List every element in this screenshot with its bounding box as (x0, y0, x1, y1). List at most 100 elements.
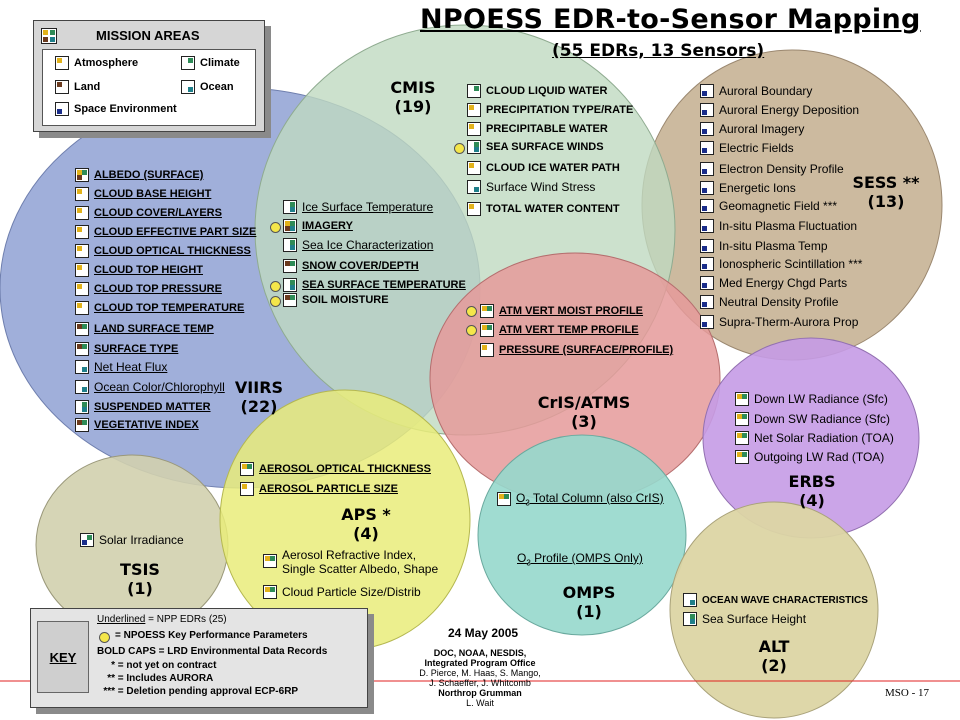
atmosphere-icon (75, 244, 89, 258)
ocean-icon (75, 380, 89, 394)
cmis-edr-4: CLOUD ICE WATER PATH (467, 159, 620, 177)
crisatms-edr-1: ATM VERT TEMP PROFILE (480, 321, 639, 339)
legend-ocean: Ocean (181, 80, 234, 94)
alt-edr-1: Sea Surface Height (683, 610, 806, 628)
space-environment-icon (700, 103, 714, 117)
atmosphere-icon (55, 56, 69, 70)
climate-ocean-icon (75, 400, 89, 414)
shared-edr-0: Ice Surface Temperature (283, 198, 433, 216)
land-climate-icon (75, 342, 89, 356)
kpp-dot-key (99, 632, 110, 643)
sess-edr-0: Auroral Boundary (700, 82, 812, 100)
legend-land: Land (55, 80, 100, 94)
ocean-icon (683, 593, 697, 607)
space-environment-icon (700, 162, 714, 176)
climate-icon (467, 84, 481, 98)
atmosphere-climate-icon (263, 585, 277, 599)
legend-climate: Climate (181, 56, 240, 70)
land-climate-icon (283, 259, 297, 273)
sensor-label-crisatms: CrIS/ATMS(3) (537, 393, 631, 431)
shared-edr-1: IMAGERY (283, 217, 353, 235)
shared-edr-2: Sea Ice Characterization (283, 236, 433, 254)
viirs-edr-8: LAND SURFACE TEMP (75, 320, 214, 338)
aps-edr-1: AEROSOL PARTICLE SIZE (240, 480, 398, 498)
key-underlined: Underlined = NPP EDRs (25) (97, 614, 227, 625)
space-environment-icon (700, 315, 714, 329)
space-environment-icon (700, 276, 714, 290)
mission-areas-legend: Atmosphere Climate Land Ocean Space Envi… (42, 49, 256, 126)
date-label: 24 May 2005 (448, 626, 519, 640)
erbs-edr-2: Net Solar Radiation (TOA) (735, 429, 894, 447)
atmosphere-icon (480, 343, 494, 357)
viirs-edr-13: VEGETATIVE INDEX (75, 416, 199, 434)
sess-edr-7: In-situ Plasma Fluctuation (700, 217, 857, 235)
slide-number: MSO - 17 (885, 687, 930, 699)
atmosphere-icon (75, 282, 89, 296)
atmosphere-icon (75, 301, 89, 315)
climate-ocean-icon (283, 278, 297, 292)
key-bold-caps: BOLD CAPS = LRD Environmental Data Recor… (97, 646, 328, 657)
sess-edr-8: In-situ Plasma Temp (700, 237, 828, 255)
sensor-label-aps: APS *(4) (341, 505, 391, 543)
multi-area-icon (283, 219, 297, 233)
aps-edr-4: Cloud Particle Size/Distrib (263, 583, 421, 601)
key-three-star: *** = Deletion pending approval ECP-6RP (103, 686, 299, 697)
cmis-edr-1: PRECIPITATION TYPE/RATE (467, 101, 633, 119)
sess-edr-3: Electric Fields (700, 139, 794, 157)
alt-edr-0: OCEAN WAVE CHARACTERISTICS (683, 591, 868, 609)
cmis-edr-3: SEA SURFACE WINDS (467, 138, 604, 156)
atmosphere-climate-icon (263, 554, 277, 568)
atmosphere-climate-icon (735, 431, 749, 445)
atmosphere-icon (467, 202, 481, 216)
shared-edr-3: SNOW COVER/DEPTH (283, 257, 419, 275)
mission-areas-panel: MISSION AREAS Atmosphere Climate Land Oc… (33, 20, 265, 132)
ocean-icon (181, 80, 195, 94)
atmosphere-icon (75, 206, 89, 220)
omps-edr-profile: O3 Profile (OMPS Only) (517, 550, 643, 568)
shared-edr-5: SOIL MOISTURE (283, 291, 389, 309)
viirs-edr-3: CLOUD EFFECTIVE PART SIZE (75, 223, 256, 241)
tsis-edr-0: Solar Irradiance (80, 531, 184, 549)
sensor-label-alt: ALT(2) (758, 637, 790, 675)
key-kpp: = NPOESS Key Performance Parameters (115, 630, 308, 641)
credits: DOC, NOAA, NESDIS, Integrated Program Of… (419, 648, 541, 708)
kpp-dot-temp-profile (466, 325, 477, 336)
cmis-edr-0: CLOUD LIQUID WATER (467, 82, 607, 100)
climate-ocean-icon (683, 612, 697, 626)
ocean-icon (75, 360, 89, 374)
climate-land-icon (75, 168, 89, 182)
atmosphere-icon (75, 225, 89, 239)
omps-circle (477, 434, 687, 636)
viirs-edr-9: SURFACE TYPE (75, 340, 178, 358)
sensor-label-tsis: TSIS(1) (120, 560, 160, 598)
viirs-edr-1: CLOUD BASE HEIGHT (75, 185, 211, 203)
key-two-star: ** = Includes AURORA (107, 673, 214, 684)
viirs-edr-5: CLOUD TOP HEIGHT (75, 261, 203, 279)
cmis-edr-5: Surface Wind Stress (467, 178, 595, 196)
atmosphere-icon (75, 263, 89, 277)
cmis-edr-2: PRECIPITABLE WATER (467, 120, 608, 138)
viirs-edr-12: SUSPENDED MATTER (75, 398, 211, 416)
omps-edr-total: O3 Total Column (also CrIS) (497, 490, 664, 508)
sess-edr-12: Supra-Therm-Aurora Prop (700, 313, 858, 331)
sess-edr-6: Geomagnetic Field *** (700, 197, 837, 215)
key-title-box: KEY (37, 621, 89, 693)
shared-edr-4: SEA SURFACE TEMPERATURE (283, 276, 466, 294)
cmis-edr-6: TOTAL WATER CONTENT (467, 200, 620, 218)
space-environment-icon (700, 257, 714, 271)
crisatms-edr-0: ATM VERT MOIST PROFILE (480, 302, 643, 320)
land-climate-icon (75, 322, 89, 336)
aps-edr-2: Aerosol Refractive Index, Single Scatter… (263, 548, 438, 576)
sess-edr-4: Electron Density Profile (700, 160, 844, 178)
ocean-icon (467, 180, 481, 194)
kpp-dot-moist-profile (466, 306, 477, 317)
space-environment-icon (700, 239, 714, 253)
page-subtitle: (55 EDRs, 13 Sensors) (552, 41, 765, 61)
viirs-edr-6: CLOUD TOP PRESSURE (75, 280, 222, 298)
atmosphere-climate-icon (480, 304, 494, 318)
sensor-label-omps: OMPS(1) (562, 583, 616, 621)
atmosphere-icon (467, 161, 481, 175)
key-title: KEY (49, 649, 77, 665)
viirs-edr-0: ALBEDO (SURFACE) (75, 166, 203, 184)
